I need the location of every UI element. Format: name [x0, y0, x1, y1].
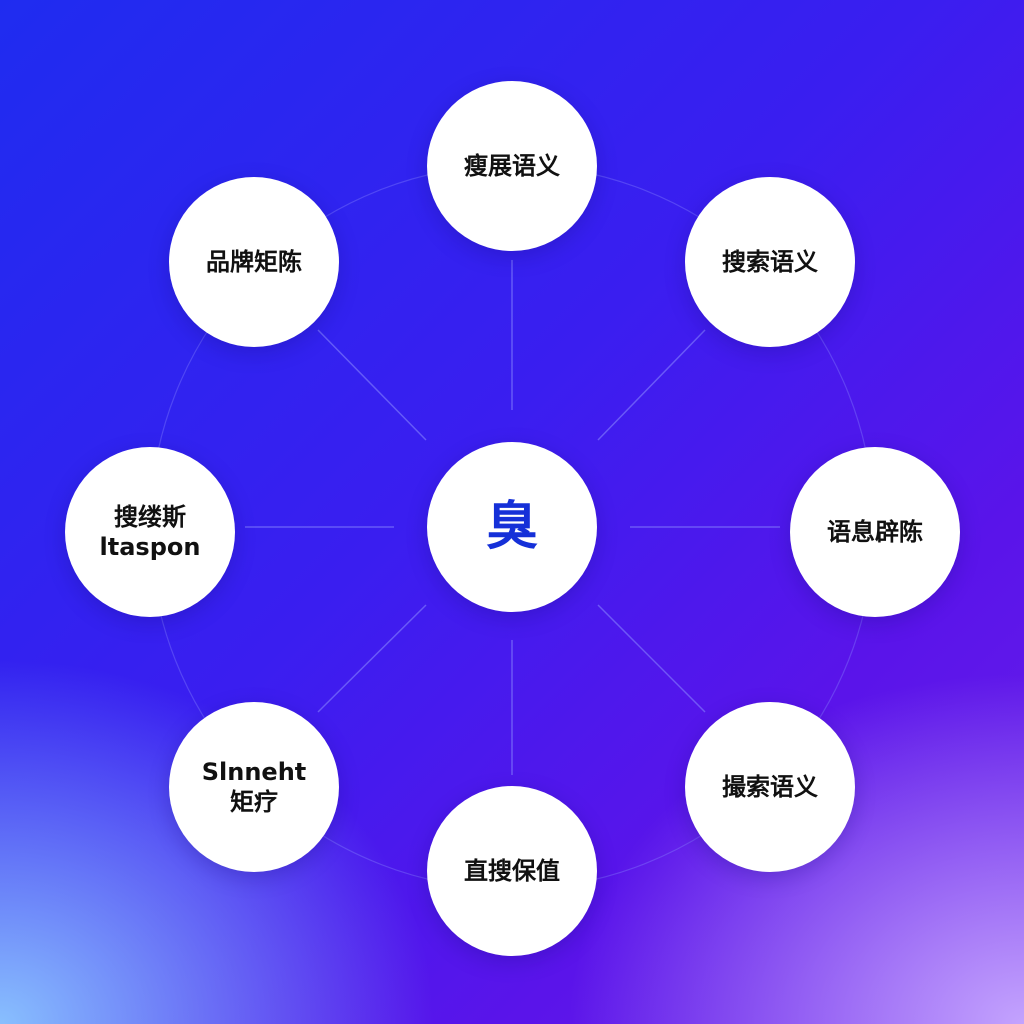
node-bottom-left: Slnneht 矩疗 — [169, 702, 339, 872]
spoke-bottom-left — [317, 604, 427, 713]
node-top-left: 品牌矩陈 — [169, 177, 339, 347]
node-bottom-left-line1: Slnneht — [201, 758, 307, 786]
node-top: 瘦展语义 — [427, 81, 597, 251]
node-bottom: 直搜保值 — [427, 786, 597, 956]
node-left-line1: 搜缕斯 — [114, 503, 186, 531]
node-bottom-right-label: 撮索语义 — [722, 773, 818, 801]
node-left: 搜缕斯 ltaspon — [65, 447, 235, 617]
node-bottom-right: 撮索语义 — [685, 702, 855, 872]
node-bottom-left-line2: 矩疗 — [230, 788, 278, 816]
spoke-bottom-right — [597, 604, 706, 713]
center-label: 臭 — [485, 497, 538, 557]
node-bottom-label: 直搜保值 — [464, 857, 560, 885]
node-top-right-label: 搜索语义 — [722, 248, 818, 276]
node-top-right: 搜索语义 — [685, 177, 855, 347]
node-top-left-label: 品牌矩陈 — [206, 248, 302, 276]
center-node: 臭 — [427, 442, 597, 612]
node-right: 语息辟陈 — [790, 447, 960, 617]
spoke-top-left — [317, 329, 427, 441]
node-right-label: 语息辟陈 — [827, 518, 923, 546]
node-top-label: 瘦展语义 — [464, 152, 560, 180]
spoke-top-right — [597, 329, 706, 441]
node-left-line2: ltaspon — [99, 533, 201, 561]
